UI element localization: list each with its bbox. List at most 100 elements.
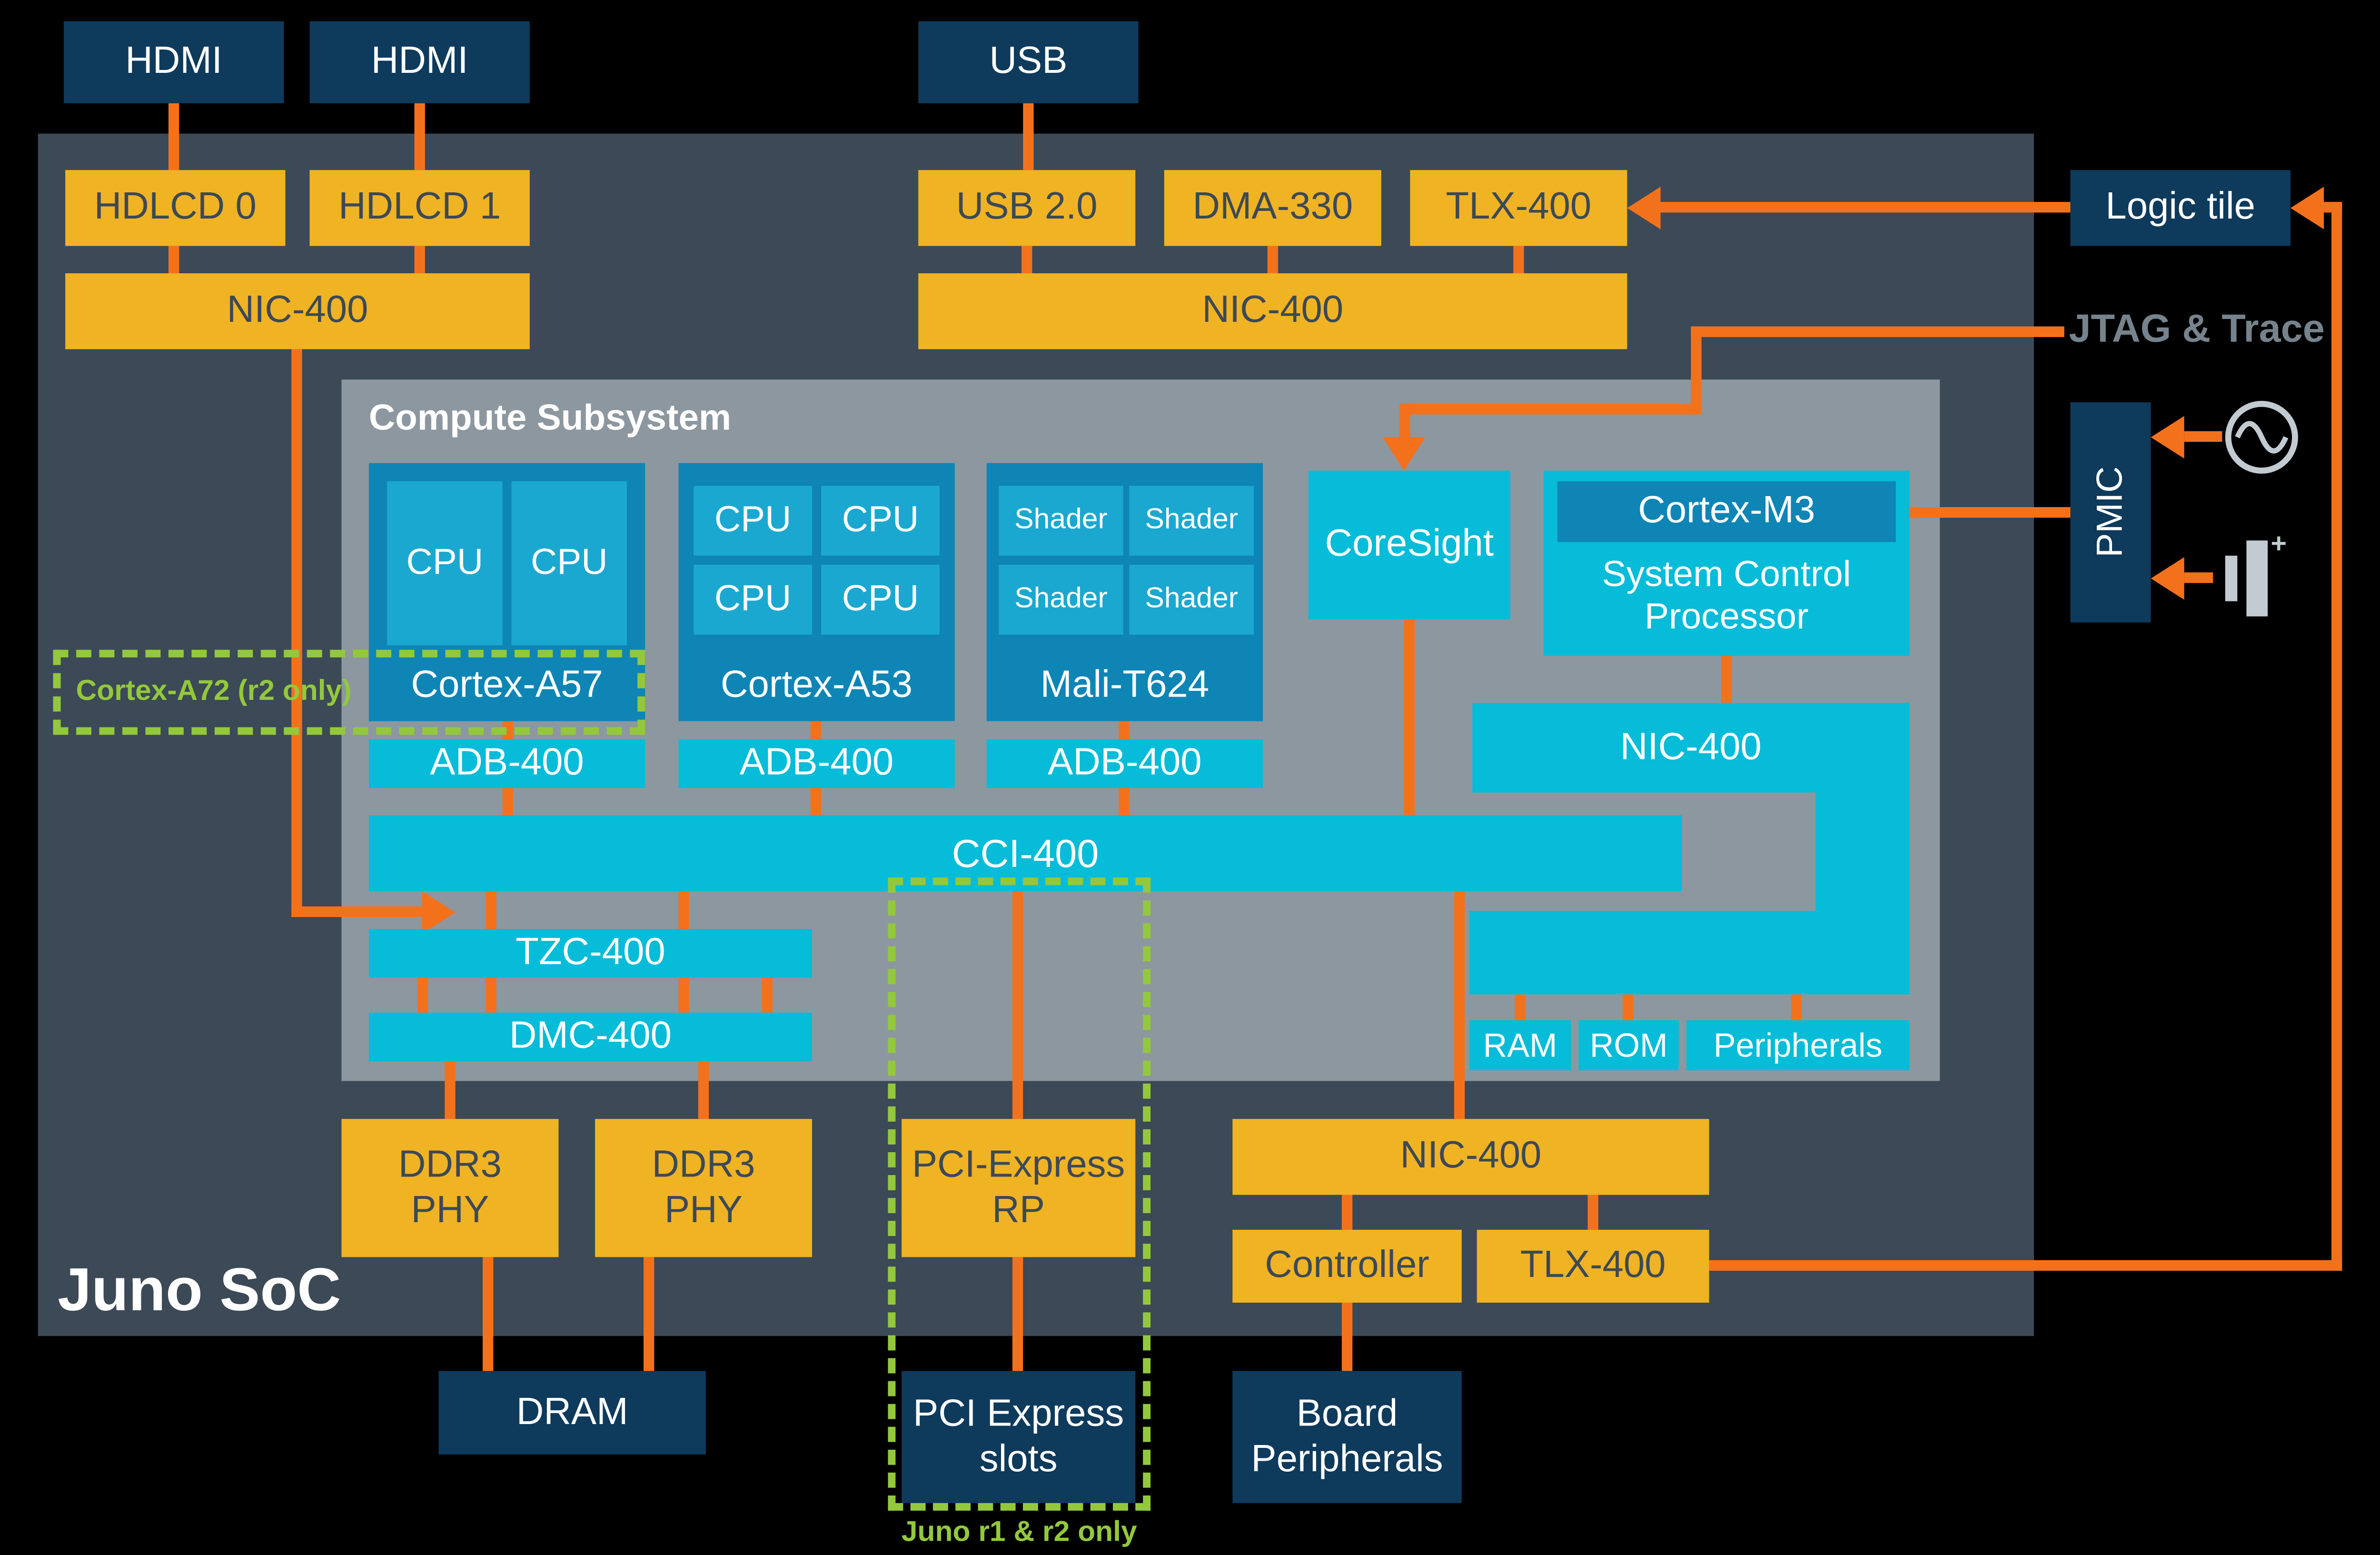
hdmi-b-box: HDMI bbox=[309, 21, 530, 103]
coresight-box: CoreSight bbox=[1308, 470, 1510, 620]
connector bbox=[1341, 1195, 1353, 1230]
connector-display-nic-down bbox=[291, 349, 302, 917]
arrowhead-into-tzc bbox=[422, 891, 456, 934]
shader-box: Shader bbox=[1129, 565, 1254, 635]
cpu-box: CPU bbox=[821, 565, 940, 635]
oscillator-icon bbox=[2225, 400, 2298, 474]
nic400-compute-box: NIC-400 bbox=[1472, 703, 1910, 793]
connector-oscillator-pmic bbox=[2184, 431, 2222, 442]
board-peripherals-box: Board Peripherals bbox=[1232, 1371, 1462, 1503]
connector bbox=[168, 246, 179, 273]
cpu-box: CPU bbox=[694, 486, 813, 556]
juno-r1-r2-dashed-region bbox=[888, 877, 1151, 1511]
cpu-box: CPU bbox=[694, 565, 813, 635]
jtag-trace-label: JTAG & Trace bbox=[2069, 304, 2325, 350]
connector-tlx-bottom-horizontal bbox=[1709, 1260, 2342, 1271]
connector-m3-pmic bbox=[1909, 507, 2071, 518]
connector bbox=[1119, 721, 1130, 739]
connector-battery-pmic bbox=[2184, 572, 2213, 583]
cortex-a72-note: Cortex-A72 (r2 only) bbox=[76, 676, 352, 708]
connector bbox=[810, 787, 822, 816]
connector bbox=[2324, 202, 2342, 213]
connector bbox=[1515, 994, 1526, 1020]
connector bbox=[1622, 994, 1634, 1020]
connector bbox=[1267, 246, 1278, 273]
connector-ddr3a-dram bbox=[483, 1257, 494, 1371]
pmic-label: PMIC bbox=[2089, 467, 2130, 558]
connector-hdmi-b bbox=[414, 103, 425, 170]
mali-t624-label: Mali-T624 bbox=[1040, 664, 1210, 707]
cpu-box: CPU bbox=[821, 486, 940, 556]
connector-controller-board bbox=[1341, 1302, 1353, 1371]
adb400-box: ADB-400 bbox=[986, 739, 1263, 788]
cpu-box: CPU bbox=[387, 481, 503, 646]
interconnect-block bbox=[1469, 911, 1910, 995]
usb-box: USB bbox=[918, 21, 1139, 103]
connector bbox=[1119, 787, 1130, 816]
connector bbox=[810, 721, 822, 739]
connector bbox=[486, 977, 496, 1013]
hdlcd1-box: HDLCD 1 bbox=[309, 170, 530, 246]
connector-scp-nic bbox=[1721, 656, 1732, 703]
interconnect-vertical-strip bbox=[1815, 792, 1910, 917]
arrowhead-into-pmic-bottom bbox=[2151, 557, 2184, 600]
connector-usb bbox=[1023, 103, 1034, 170]
pci-express-slots-box: PCI Express slots bbox=[902, 1371, 1136, 1503]
connector-jtag-h1 bbox=[1691, 326, 2064, 337]
connector-ddr3b-dram bbox=[644, 1257, 654, 1371]
hdmi-a-box: HDMI bbox=[63, 21, 284, 103]
shader-box: Shader bbox=[1129, 486, 1254, 556]
connector bbox=[486, 891, 496, 929]
ddr3-phy-b-box: DDR3 PHY bbox=[595, 1119, 813, 1257]
peripherals-box: Peripherals bbox=[1686, 1020, 1910, 1071]
cpu-box: CPU bbox=[511, 481, 627, 646]
connector-jtag-v2 bbox=[1399, 404, 1410, 440]
hdlcd0-box: HDLCD 0 bbox=[65, 170, 286, 246]
ram-box: RAM bbox=[1469, 1020, 1571, 1071]
connector bbox=[1791, 994, 1802, 1020]
connector-display-nic-right bbox=[291, 906, 422, 917]
cortex-a72-dashed-region bbox=[53, 649, 645, 735]
cortex-m3-header: Cortex-M3 bbox=[1557, 481, 1896, 542]
svg-text:+: + bbox=[2271, 528, 2287, 559]
shader-box: Shader bbox=[999, 565, 1123, 635]
dma330-box: DMA-330 bbox=[1164, 170, 1381, 246]
connector-cci-nic-peripheral bbox=[1454, 891, 1465, 1119]
arrowhead-into-tlx400 bbox=[1627, 187, 1661, 229]
nic400-io-box: NIC-400 bbox=[918, 273, 1627, 349]
connector-coresight-cci bbox=[1404, 619, 1415, 816]
arrowhead-into-coresight bbox=[1382, 437, 1426, 471]
rom-box: ROM bbox=[1578, 1020, 1679, 1071]
connector-pcie-slots bbox=[1012, 1257, 1023, 1371]
connector-cci-pcie bbox=[1012, 891, 1023, 1119]
connector bbox=[678, 891, 689, 929]
shader-box: Shader bbox=[999, 486, 1123, 556]
dram-box: DRAM bbox=[438, 1371, 706, 1455]
connector-jtag-v1 bbox=[1691, 326, 1702, 415]
adb400-box: ADB-400 bbox=[678, 739, 955, 788]
connector bbox=[414, 246, 425, 273]
connector bbox=[698, 1061, 709, 1119]
pcie-rp-box: PCI-Express RP bbox=[902, 1119, 1136, 1257]
controller-box: Controller bbox=[1232, 1229, 1462, 1303]
connector bbox=[678, 977, 689, 1013]
juno-soc-label: Juno SoC bbox=[58, 1256, 341, 1324]
dmc400-box: DMC-400 bbox=[368, 1012, 813, 1061]
compute-subsystem-title: Compute Subsystem bbox=[368, 398, 732, 439]
arrowhead-into-pmic-top bbox=[2151, 416, 2184, 459]
connector-right-vertical bbox=[2331, 202, 2342, 1271]
cortex-a53-label: Cortex-A53 bbox=[720, 664, 913, 707]
battery-icon: + bbox=[2225, 528, 2287, 617]
cortex-a57-label: Cortex-A57 bbox=[411, 664, 603, 707]
juno-r1-r2-note: Juno r1 & r2 only bbox=[901, 1516, 1137, 1549]
connector bbox=[502, 787, 513, 816]
pmic-box: PMIC bbox=[2070, 402, 2151, 623]
connector bbox=[762, 977, 773, 1013]
tlx400-top-box: TLX-400 bbox=[1410, 170, 1627, 246]
tlx400-bottom-box: TLX-400 bbox=[1477, 1229, 1709, 1303]
connector-hdmi-a bbox=[168, 103, 179, 170]
nic400-display-box: NIC-400 bbox=[65, 273, 530, 349]
connector-logictile-tlx bbox=[1660, 202, 2071, 213]
usb20-box: USB 2.0 bbox=[918, 170, 1136, 246]
